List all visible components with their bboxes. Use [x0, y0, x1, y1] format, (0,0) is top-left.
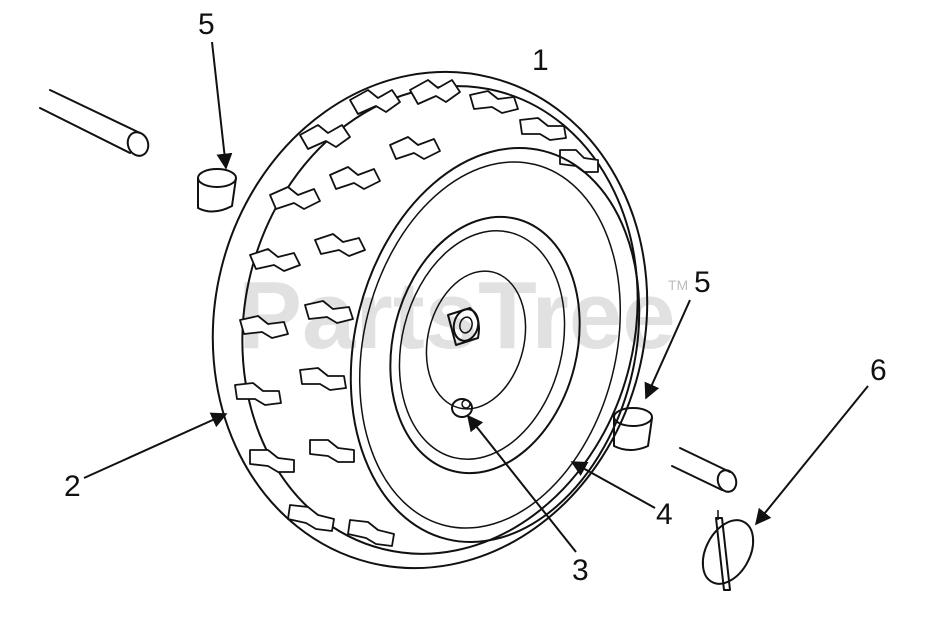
- watermark-trademark: TM: [668, 277, 688, 293]
- valve-stem: [451, 398, 473, 418]
- callout-6: 6: [870, 354, 887, 387]
- leader-5-right: [644, 299, 691, 400]
- tire: [211, 70, 649, 570]
- right-spacer: [613, 407, 653, 451]
- hub: [447, 307, 480, 346]
- leader-6: [754, 385, 869, 526]
- lynch-pin: [701, 510, 755, 591]
- callout-5-left: 5: [198, 8, 215, 41]
- left-spacer: [197, 168, 237, 213]
- right-axle: [671, 447, 738, 493]
- leader-4: [570, 461, 656, 509]
- callout-1: 1: [532, 44, 549, 77]
- callout-3: 3: [572, 554, 589, 587]
- leader-3: [467, 414, 577, 553]
- leader-lines: [83, 41, 869, 553]
- leader-2: [83, 412, 228, 479]
- tread-lugs: [234, 79, 599, 547]
- left-axle: [39, 89, 150, 157]
- rim: [349, 147, 641, 543]
- callout-4: 4: [656, 498, 673, 531]
- leader-5-left: [211, 41, 233, 170]
- callout-5-right: 5: [694, 266, 711, 299]
- callout-2: 2: [64, 470, 81, 503]
